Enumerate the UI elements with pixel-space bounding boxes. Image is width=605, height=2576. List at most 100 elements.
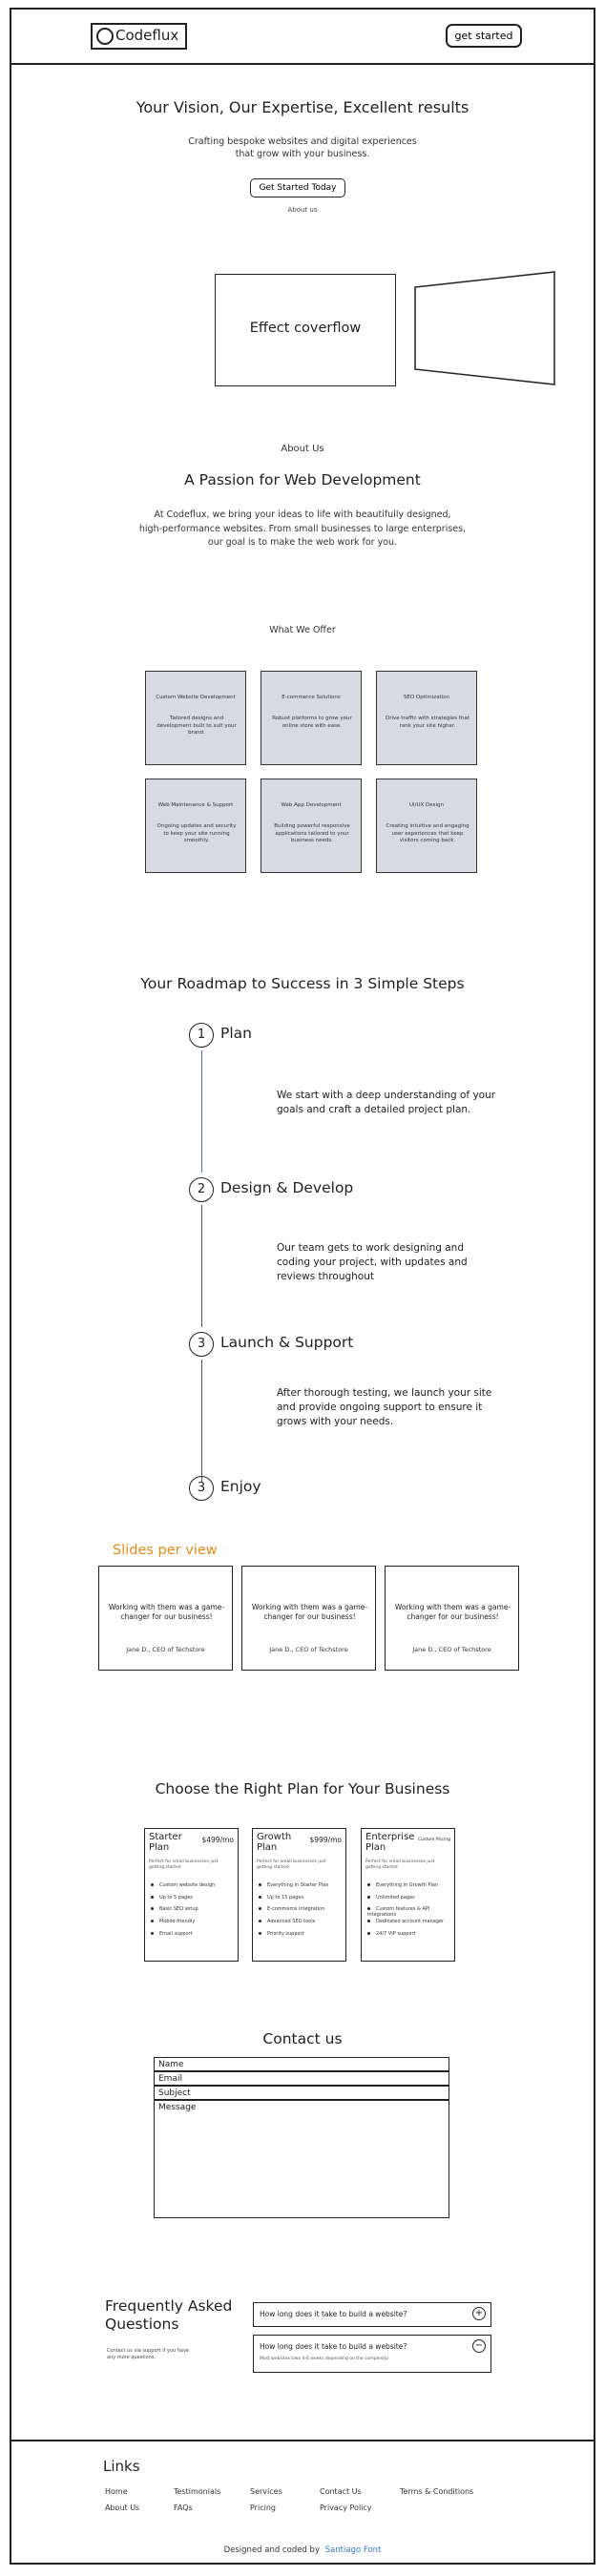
- offer-card[interactable]: Web Maintenance & Support Ongoing update…: [145, 779, 246, 873]
- get-started-today-button[interactable]: Get Started Today: [250, 178, 345, 197]
- faq-question: How long does it take to build a website…: [260, 2310, 407, 2318]
- testimonial-quote: Working with them was a game-changer for…: [251, 1603, 368, 1621]
- bullet-icon: [151, 1895, 154, 1899]
- step-label: Enjoy: [220, 1478, 261, 1495]
- testimonial-slide[interactable]: Working with them was a game-changer for…: [98, 1566, 233, 1671]
- hero-subtitle: Crafting bespoke websites and digital ex…: [0, 135, 605, 160]
- plan-feature: Unlimited pages: [367, 1895, 454, 1907]
- offer-card[interactable]: SEO Optimization Drive traffic with stra…: [376, 671, 477, 765]
- header-get-started-button[interactable]: get started: [446, 24, 522, 48]
- coverflow-label: Effect coverflow: [249, 321, 362, 336]
- hero-subtitle-line: that grow with your business.: [235, 149, 370, 159]
- plan-feature: Advanced SEO tools: [259, 1919, 328, 1931]
- plan-price: Custom Pricing: [418, 1838, 450, 1842]
- step-connector: [201, 1050, 202, 1173]
- plan-feature: Up to 5 pages: [151, 1895, 215, 1907]
- contact-title: Contact us: [262, 2030, 343, 2047]
- plan-feature: Dedicated account manager: [367, 1919, 454, 1931]
- bullet-icon: [259, 1931, 261, 1935]
- plan-features: Custom website design Up to 5 pages Basi…: [151, 1882, 215, 1942]
- footer-link-privacy[interactable]: Privacy Policy: [320, 2503, 372, 2512]
- credit-brand-link[interactable]: Santiago Font: [324, 2545, 382, 2555]
- footer-link-testimonials[interactable]: Testimonials: [174, 2487, 221, 2496]
- footer-link-home[interactable]: Home: [105, 2487, 128, 2496]
- offer-card-desc: Creating intuitive and engaging user exp…: [386, 823, 469, 843]
- testimonial-quote: Working with them was a game-changer for…: [108, 1603, 225, 1621]
- pricing-plan-card[interactable]: Enterprise Plan Custom Pricing Perfect f…: [361, 1828, 455, 1962]
- footer-link-contact-us[interactable]: Contact Us: [320, 2487, 362, 2496]
- plan-feature-text: Everything in Growth Plan: [376, 1882, 439, 1888]
- coverflow-slide-side[interactable]: [413, 270, 556, 390]
- testimonial-author: Jane D., CEO of Techstore: [126, 1646, 205, 1653]
- footer-link-pricing[interactable]: Pricing: [250, 2503, 276, 2512]
- plan-feature: Everything in Growth Plan: [367, 1882, 454, 1895]
- pricing-plan-card[interactable]: Starter Plan $499/mo Perfect for small b…: [144, 1828, 239, 1962]
- credit-prefix: Designed and coded by: [223, 2545, 320, 2555]
- testimonial-author: Jane D., CEO of Techstore: [269, 1646, 348, 1653]
- coverflow-slide-active[interactable]: Effect coverflow: [215, 274, 396, 386]
- minus-icon[interactable]: −: [472, 2339, 486, 2353]
- offer-card-desc: Building powerful responsive application…: [274, 823, 350, 843]
- plan-feature: Mobile-friendly: [151, 1919, 215, 1931]
- faq-item[interactable]: How long does it take to build a website…: [253, 2335, 491, 2373]
- plan-feature: E-commerce integration: [259, 1906, 328, 1919]
- step-connector: [201, 1360, 202, 1482]
- logo-text: Codeflux: [115, 27, 179, 44]
- bullet-icon: [259, 1920, 261, 1923]
- plan-feature: Priority support: [259, 1931, 328, 1943]
- offer-card-title: SEO Optimization: [403, 695, 450, 700]
- plan-feature: 24/7 VIP support: [367, 1931, 454, 1943]
- footer-link-faqs[interactable]: FAQs: [174, 2503, 193, 2512]
- faq-answer: Most websites take 4-6 weeks depending o…: [260, 2357, 389, 2361]
- plus-icon[interactable]: +: [472, 2307, 486, 2320]
- offer-card-title: Web Maintenance & Support: [157, 802, 234, 808]
- plan-feature-text: Dedicated account manager: [376, 1919, 445, 1925]
- testimonial-slide[interactable]: Working with them was a game-changer for…: [241, 1566, 376, 1671]
- footer-divider: [10, 2440, 595, 2441]
- message-field[interactable]: [154, 2100, 449, 2218]
- about-text: At Codeflux, we bring your ideas to life…: [0, 509, 605, 551]
- offer-card[interactable]: Custom Website Development Tailored desi…: [145, 671, 246, 765]
- logo[interactable]: Codeflux: [91, 23, 187, 50]
- plan-feature-text: Mobile-friendly: [159, 1919, 196, 1925]
- email-field[interactable]: [154, 2071, 449, 2086]
- plan-name: Starter Plan: [149, 1832, 182, 1853]
- plan-price: $499/mo: [201, 1836, 234, 1844]
- offer-card[interactable]: Web App Development Building powerful re…: [261, 779, 362, 873]
- plan-feature-text: 24/7 VIP support: [376, 1930, 416, 1937]
- subject-field[interactable]: [154, 2086, 449, 2100]
- footer-link-terms[interactable]: Terms & Conditions: [400, 2487, 474, 2496]
- plan-feature-text: Everything in Starter Plan: [267, 1882, 329, 1888]
- plan-feature: Basic SEO setup: [151, 1906, 215, 1919]
- step-number: 3: [189, 1332, 214, 1357]
- name-field[interactable]: [154, 2057, 449, 2071]
- plan-feature-text: Priority support: [267, 1930, 304, 1937]
- pricing-plan-card[interactable]: Growth Plan $999/mo Perfect for small bu…: [252, 1828, 346, 1962]
- testimonial-quote: Working with them was a game-changer for…: [394, 1603, 511, 1621]
- slides-title: Slides per view: [113, 1543, 218, 1558]
- bullet-icon: [151, 1931, 154, 1935]
- bullet-icon: [367, 1920, 370, 1923]
- testimonial-slide[interactable]: Working with them was a game-changer for…: [385, 1566, 519, 1671]
- plan-desc: Perfect for small businesses just gettin…: [257, 1859, 326, 1870]
- about-text-line: high-performance websites. From small bu…: [138, 523, 467, 534]
- faq-subtitle: Contact us via support if you have any m…: [107, 2348, 189, 2360]
- about-label: About Us: [281, 444, 324, 454]
- about-us-link[interactable]: About us: [287, 206, 318, 214]
- plan-feature-text: Basic SEO setup: [159, 1906, 198, 1913]
- hero-subtitle-line: Crafting bespoke websites and digital ex…: [188, 136, 417, 147]
- plan-desc: Perfect for small businesses just gettin…: [365, 1859, 435, 1870]
- faq-item[interactable]: How long does it take to build a website…: [253, 2302, 491, 2327]
- offer-card[interactable]: E-commerce Solutions Robust platforms to…: [261, 671, 362, 765]
- plan-feature-text: E-commerce integration: [267, 1906, 325, 1913]
- plan-desc: Perfect for small businesses just gettin…: [149, 1859, 219, 1870]
- footer-link-services[interactable]: Services: [250, 2487, 282, 2496]
- step-label: Plan: [220, 1025, 252, 1042]
- offer-card[interactable]: UI/UX Design Creating intuitive and enga…: [376, 779, 477, 873]
- footer-link-about-us[interactable]: About Us: [105, 2503, 140, 2512]
- offer-card-desc: Tailored designs and development built t…: [156, 716, 237, 736]
- step-connector: [201, 1205, 202, 1327]
- about-text-line: At Codeflux, we bring your ideas to life…: [154, 509, 451, 520]
- header: Codeflux get started: [10, 8, 595, 65]
- step-text: We start with a deep understanding of yo…: [277, 1090, 496, 1115]
